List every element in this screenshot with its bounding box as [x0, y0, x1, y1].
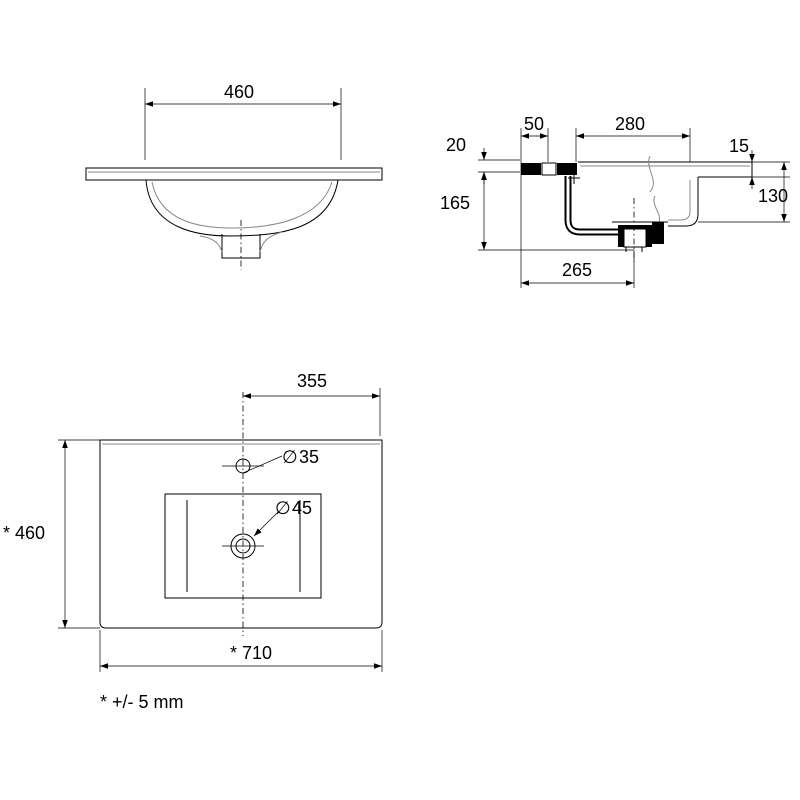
dimension-label-130: 130	[758, 186, 788, 206]
trap-pipe-inner	[566, 176, 620, 234]
drain-hole-diameter-label: 45	[292, 498, 312, 518]
break-line-lower	[653, 195, 660, 225]
drain-flange	[652, 222, 664, 244]
drain-hole-leader	[253, 511, 279, 537]
basin-top-slab	[85, 167, 383, 181]
tolerance-note: * +/- 5 mm	[100, 692, 184, 712]
drain-outlet	[221, 234, 261, 259]
wall-fitting-block	[521, 163, 541, 175]
drain-waste-inner	[623, 228, 647, 248]
trap-pipe-outer	[564, 176, 620, 236]
dimension-label-165: 165	[440, 193, 470, 213]
drain-hole-diameter-symbol: ∅	[275, 498, 291, 518]
basin-plan-outline	[99, 439, 383, 629]
dimension-label-15: 15	[729, 136, 749, 156]
section-bowl-wall	[668, 177, 699, 227]
front-elevation-view: 460	[85, 82, 383, 270]
bowl-inner-line	[151, 181, 333, 229]
side-section-view: 50 280 20 165 265	[440, 114, 790, 288]
dimension-label-depth-460: * 460	[3, 523, 45, 543]
dimension-label-20: 20	[446, 135, 466, 155]
bowl-outline	[145, 179, 339, 237]
dimension-label-50: 50	[524, 114, 544, 134]
dimension-label-265: 265	[562, 260, 592, 280]
section-bowl-inner	[668, 180, 691, 221]
tap-hole-leader	[242, 455, 283, 474]
dimension-label-width-710: * 710	[230, 643, 272, 663]
tap-hole-diameter-symbol: ∅	[282, 447, 298, 467]
dimension-label-355: 355	[297, 371, 327, 391]
drain-fillet-right	[259, 231, 283, 253]
dimension-label-460: 460	[224, 82, 254, 102]
wall-fitting-gap	[541, 162, 557, 176]
section-slab-outline	[578, 161, 753, 178]
break-line-upper	[648, 155, 654, 193]
tap-hole-diameter-label: 35	[299, 447, 319, 467]
dimension-label-280: 280	[615, 114, 645, 134]
plan-view: 355 ∅ 35 ∅ 45 * 460 * 710	[3, 371, 383, 672]
drain-fillet-left	[199, 235, 223, 253]
wall-fitting-block-right	[557, 163, 577, 175]
